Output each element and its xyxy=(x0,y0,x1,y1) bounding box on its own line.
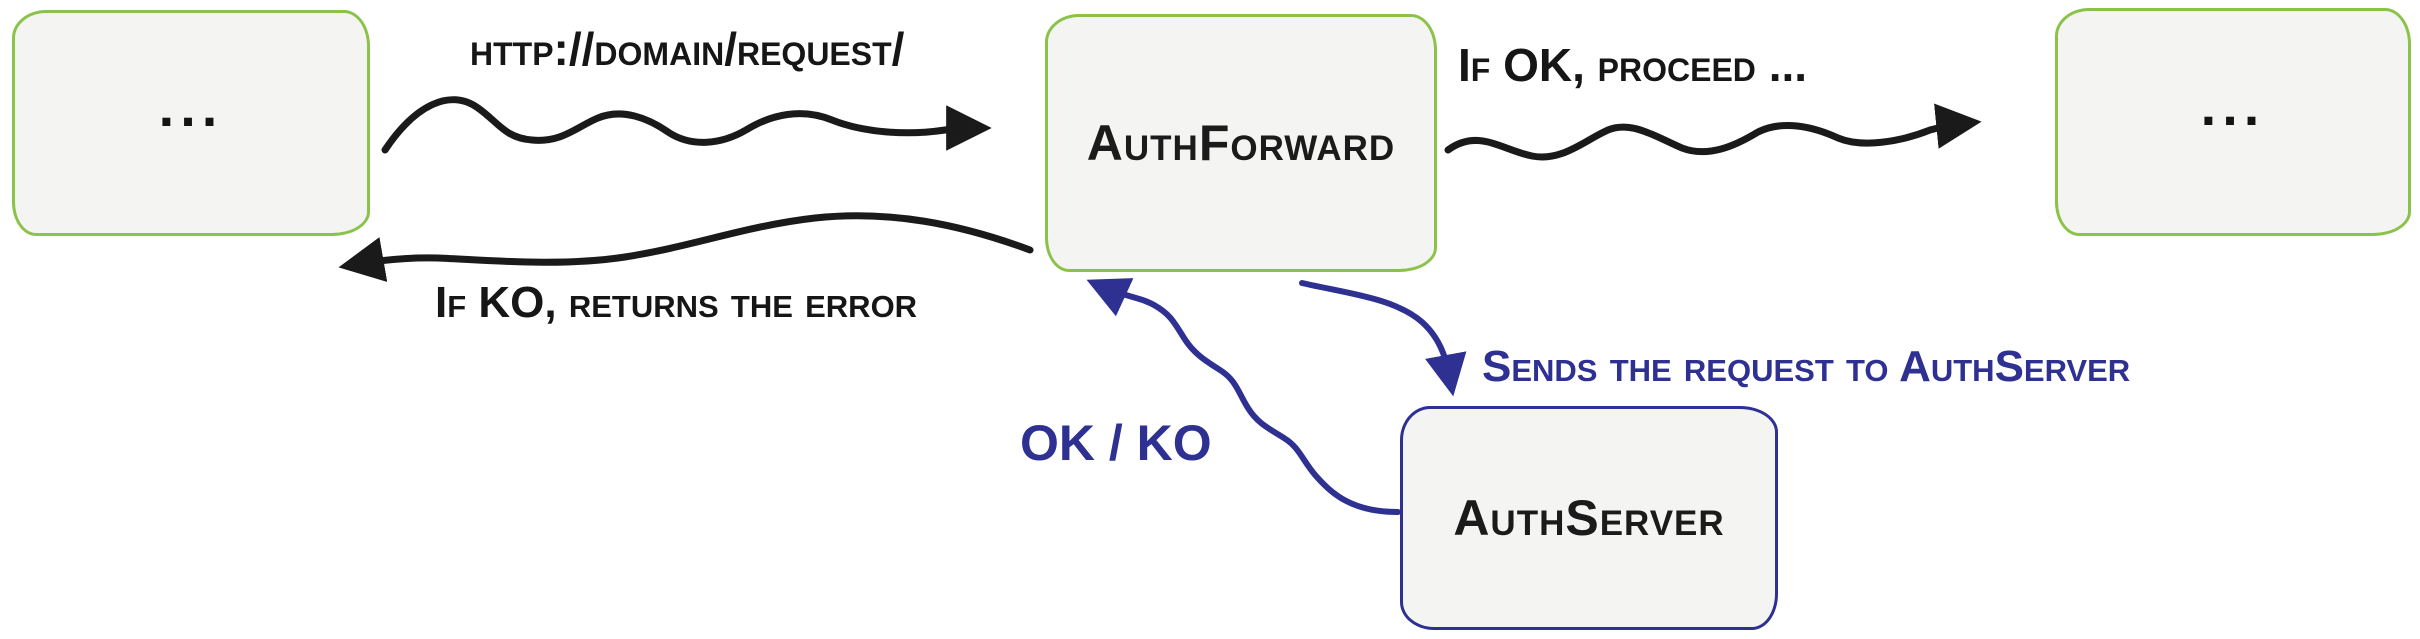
request-url-label: http://domain/request/ xyxy=(470,23,905,75)
node-left-client-label: ... xyxy=(158,74,224,138)
node-right-upstream: ... xyxy=(2055,8,2411,236)
node-right-upstream-label: ... xyxy=(2200,73,2266,137)
node-left-client: ... xyxy=(12,10,370,236)
if-ok-proceed-label: If OK, proceed ... xyxy=(1458,39,1808,91)
node-auth-server-label: AuthServer xyxy=(1453,490,1725,546)
send-request-arrow xyxy=(1299,280,1467,397)
request-arrow xyxy=(381,96,992,154)
ok-ko-arrow xyxy=(1086,278,1401,515)
node-auth-forward-label: AuthForward xyxy=(1086,115,1396,171)
node-auth-server: AuthServer xyxy=(1400,406,1778,630)
ok-ko-label: OK / KO xyxy=(1020,415,1212,471)
ok-proceed-arrow xyxy=(1444,103,1982,161)
if-ko-error-label: If KO, returns the error xyxy=(435,278,918,327)
ko-return-arrow xyxy=(338,212,1034,282)
send-to-auth-server-label: Sends the request to AuthServer xyxy=(1482,342,2131,391)
node-auth-forward: AuthForward xyxy=(1045,14,1437,272)
